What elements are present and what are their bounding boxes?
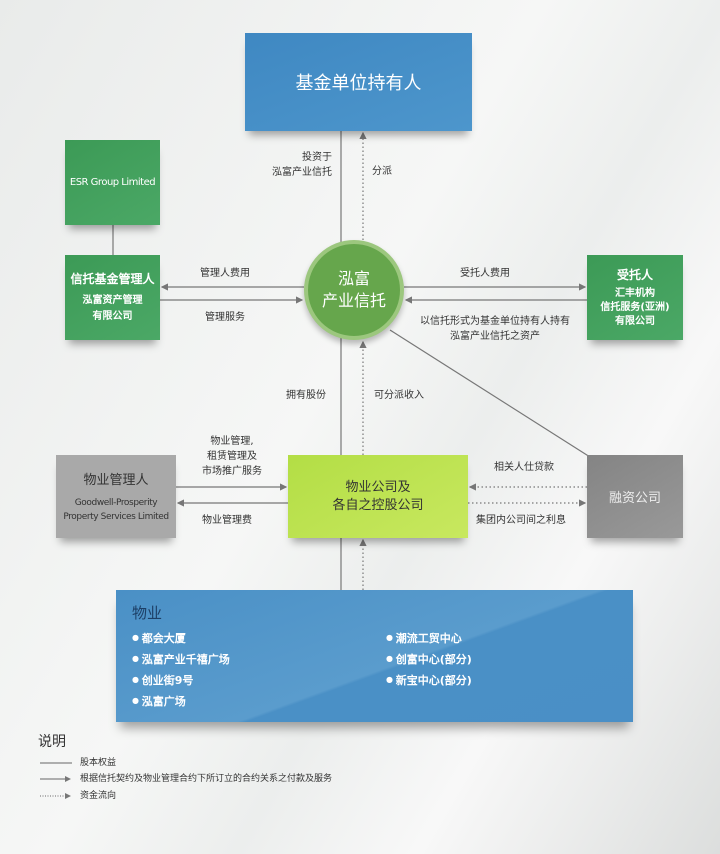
esr-label: ESR Group Limited [69,177,156,188]
pm-fee-label: 物业管理费 [202,515,252,526]
trust-label: 泓富 产业信托 [321,269,386,310]
properties-box: 物业 都会大厦 泓富产业千禧广场 创业街9号 泓富广场 潮流工贸中心 创富中心(… [116,590,633,722]
property-manager-title: 物业管理人 [83,473,149,488]
property-item: 泓富广场 [132,691,230,712]
legend-title: 说明 [38,734,66,750]
esr-box: ESR Group Limited [65,140,160,225]
invest-label: 投资于 泓富产业信托 [272,152,332,178]
property-item: 泓富产业千禧广场 [132,649,230,670]
property-companies-box: 物业公司及 各自之控股公司 [288,455,468,538]
trustee-name: 汇丰机构 信托服务(亚洲) 有限公司 [600,288,670,327]
unitholders-box: 基金单位持有人 [245,33,472,131]
manager-box: 信托基金管理人 泓富资产管理 有限公司 [65,255,160,340]
property-item: 潮流工贸中心 [386,628,472,649]
legend-item: 资金流向 [80,791,117,801]
distributable-income-label: 可分派收入 [374,390,424,401]
unitholders-label: 基金单位持有人 [295,73,422,94]
property-item: 都会大厦 [132,628,230,649]
manager-name: 泓富资产管理 有限公司 [82,295,143,322]
properties-list-right: 潮流工贸中心 创富中心(部分) 新宝中心(部分) [386,628,472,691]
finance-company-box: 融资公司 [587,455,683,538]
trustee-title: 受托人 [616,268,653,282]
property-item: 创富中心(部分) [386,649,472,670]
trustee-box: 受托人 汇丰机构 信托服务(亚洲) 有限公司 [587,255,683,340]
trust-circle: 泓富 产业信托 [304,240,404,340]
pm-services-label: 物业管理, 租赁管理及 市场推广服务 [202,436,262,477]
trustee-fee-label: 受托人费用 [460,268,510,279]
manager-fee-label: 管理人费用 [200,268,250,279]
finance-equity-line [389,329,591,458]
property-manager-name: Goodwell-Prosperity Property Services Li… [63,498,169,522]
distribution-label: 分派 [372,166,392,177]
properties-title: 物业 [132,604,163,622]
property-item: 新宝中心(部分) [386,670,472,691]
properties-list-left: 都会大厦 泓富产业千禧广场 创业街9号 泓富广场 [132,628,230,712]
own-shares-label: 拥有股份 [286,390,326,401]
legend-item: 股本权益 [80,758,117,768]
property-companies-label: 物业公司及 各自之控股公司 [332,479,424,513]
property-manager-box: 物业管理人 Goodwell-Prosperity Property Servi… [56,455,176,538]
hold-assets-label: 以信托形式为基金单位持有人持有 泓富产业信托之资产 [420,316,570,342]
manager-title: 信托基金管理人 [70,272,155,286]
property-item: 创业街9号 [132,670,230,691]
interest-label: 集团内公司间之利息 [476,515,566,526]
finance-company-label: 融资公司 [608,491,661,506]
legend-item: 根据信托契约及物业管理合约下所订立的合约关系之付款及服务 [80,774,333,784]
related-loan-label: 相关人仕贷款 [494,462,554,473]
management-services-label: 管理服务 [205,312,245,323]
